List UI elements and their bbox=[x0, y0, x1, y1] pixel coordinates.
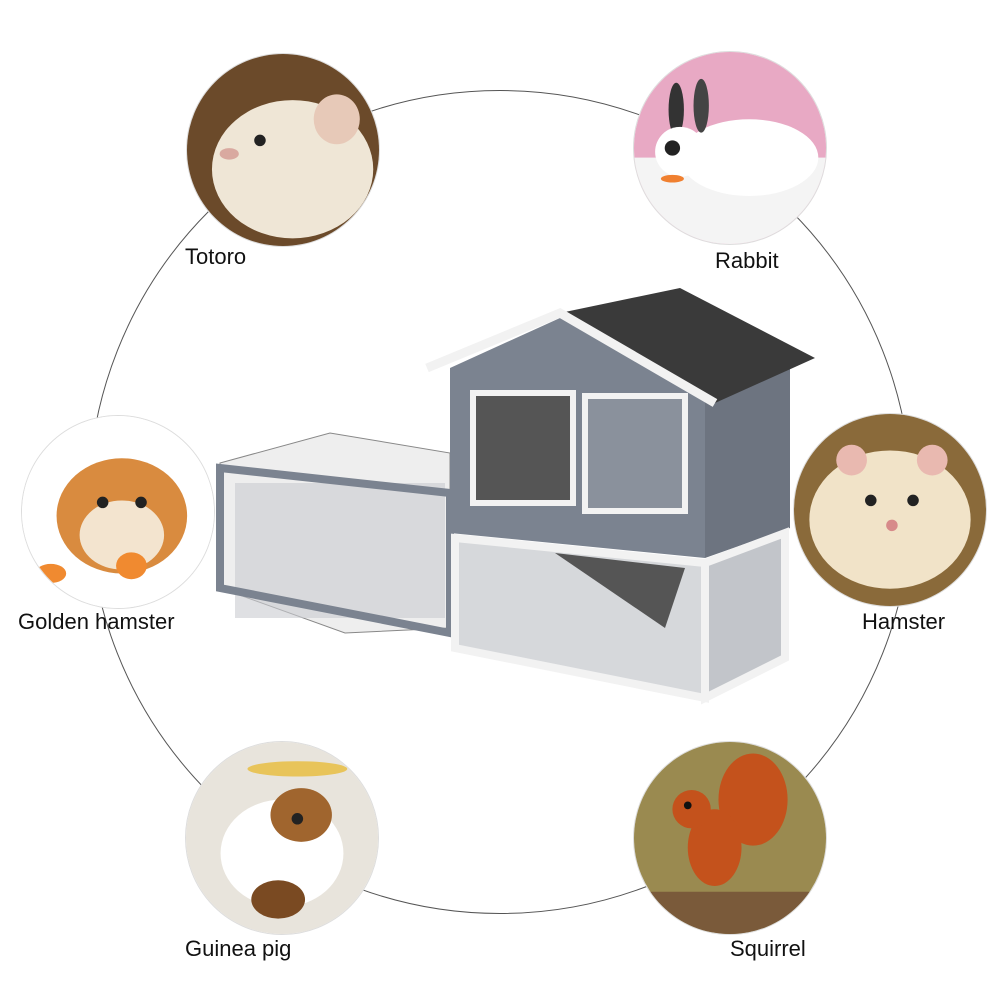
photo-hamster bbox=[793, 413, 987, 607]
label-golden-hamster: Golden hamster bbox=[18, 609, 175, 634]
photo-squirrel bbox=[633, 741, 827, 935]
label-totoro: Totoro bbox=[185, 244, 247, 269]
label-rabbit: Rabbit bbox=[715, 248, 779, 273]
photo-totoro bbox=[186, 53, 380, 247]
rabbit-hutch-image bbox=[216, 288, 815, 705]
label-squirrel: Squirrel bbox=[730, 936, 806, 961]
photo-guinea-pig bbox=[185, 741, 379, 935]
photo-golden-hamster bbox=[21, 415, 215, 609]
label-hamster: Hamster bbox=[862, 609, 946, 634]
photo-rabbit bbox=[633, 51, 827, 245]
label-guinea-pig: Guinea pig bbox=[185, 936, 292, 961]
